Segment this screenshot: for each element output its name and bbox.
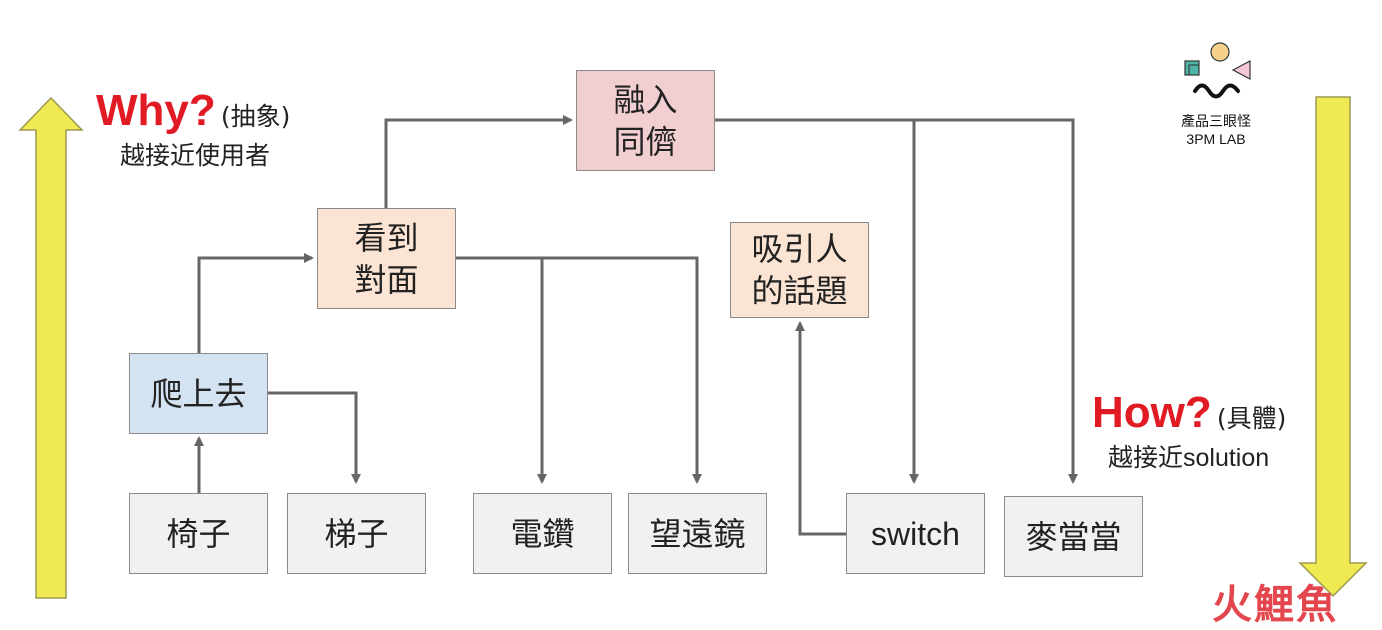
node-topic: 吸引人 的話題 — [730, 222, 869, 318]
why-paren: (抽象) — [220, 102, 291, 131]
how-down-arrow — [1298, 96, 1368, 598]
arrow-see-to-fitin — [384, 115, 573, 208]
how-paren: (具體) — [1216, 404, 1287, 433]
node-chair: 椅子 — [129, 493, 268, 574]
node-ladder: 梯子 — [287, 493, 426, 574]
why-subtitle: 越接近使用者 — [120, 141, 271, 170]
arrow-switch-to-topic — [795, 321, 846, 536]
brand-lab: 3PM LAB — [1186, 131, 1246, 147]
why-label: Why? (抽象) 越接近使用者 — [96, 86, 290, 172]
node-mcdonalds: 麥當當 — [1004, 496, 1143, 577]
node-drill: 電鑽 — [473, 493, 612, 574]
watermark-logo: 火鯉魚 — [1212, 582, 1338, 628]
arrow-see-to-drill — [455, 256, 547, 484]
brand-logo-icon — [1184, 42, 1251, 99]
arrow-climb-to-see — [197, 253, 314, 353]
brand-name: 產品三眼怪 — [1181, 114, 1251, 130]
node-see-opposite: 看到 對面 — [317, 208, 456, 309]
node-switch: switch — [846, 493, 985, 574]
how-label: How? (具體) 越接近solution — [1092, 388, 1286, 474]
arrow-see-to-telescope — [542, 256, 702, 484]
node-fit-in: 融入 同儕 — [576, 70, 715, 171]
brand-text: 產品三眼怪 3PM LAB — [1170, 114, 1262, 148]
arrow-fitin-to-mcdonalds — [914, 118, 1078, 484]
how-subtitle: 越接近solution — [1108, 444, 1270, 472]
how-word: How? — [1092, 388, 1212, 437]
why-word: Why? — [96, 86, 216, 135]
why-up-arrow — [18, 96, 84, 599]
node-telescope: 望遠鏡 — [628, 493, 767, 574]
arrow-climb-to-ladder — [268, 391, 361, 484]
node-climb: 爬上去 — [129, 353, 268, 434]
